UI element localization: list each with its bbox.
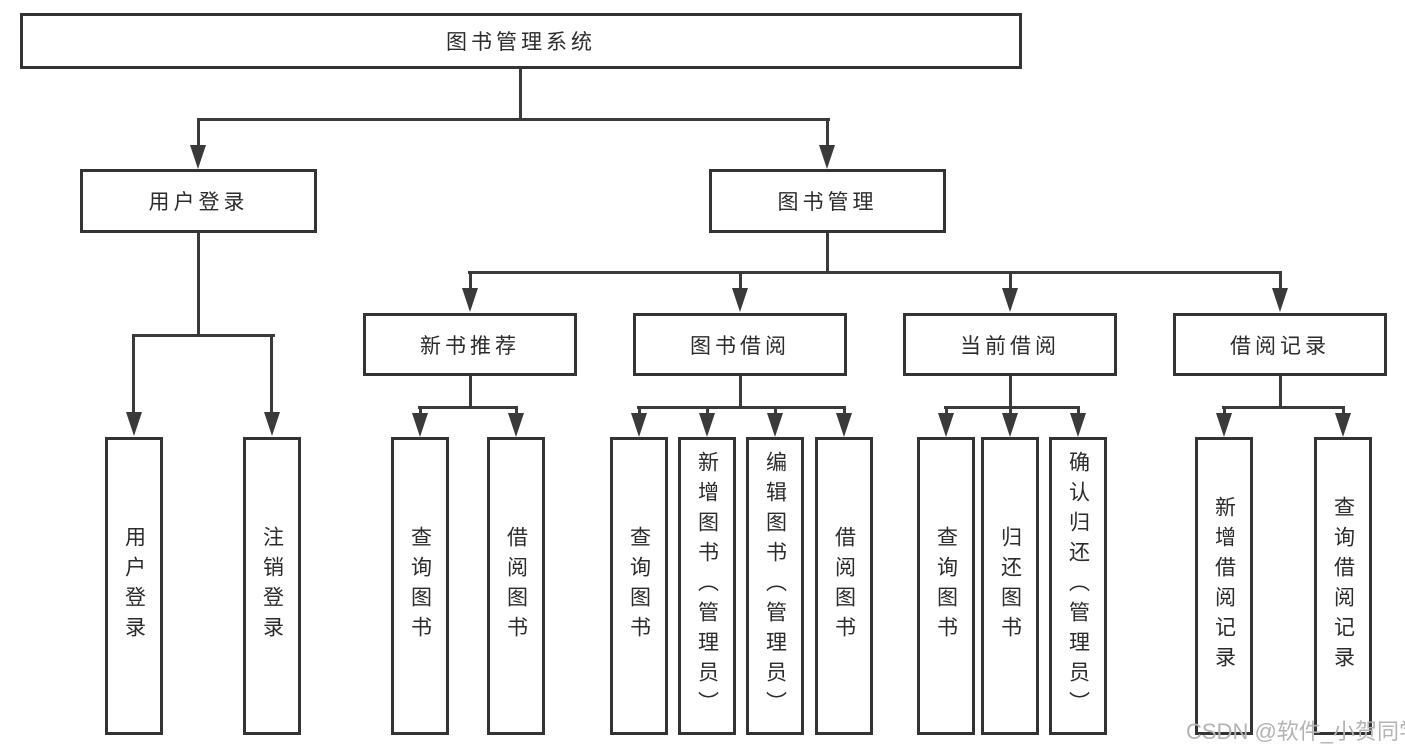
node-label: 用户登录 xyxy=(148,191,249,214)
leaf-records-query-borrow-record: 查询借阅记录 xyxy=(1314,437,1372,735)
arrowhead-icon xyxy=(836,413,852,437)
arrowhead-icon xyxy=(732,288,748,312)
leaf-label: 注销登录 xyxy=(260,526,284,646)
arrowhead-icon xyxy=(819,145,835,169)
connector-line xyxy=(638,406,641,415)
leaf-label: 查询图书 xyxy=(408,526,432,646)
connector-line xyxy=(739,271,742,291)
node-label: 图书借阅 xyxy=(690,334,790,358)
connector-line xyxy=(1223,406,1226,415)
connector-line xyxy=(132,334,135,414)
leaf-label: 用户登录 xyxy=(122,526,146,646)
arrowhead-icon xyxy=(1002,288,1018,312)
arrowhead-icon xyxy=(126,412,142,436)
connector-line xyxy=(739,376,742,406)
node-user-login: 用户登录 xyxy=(80,169,317,233)
arrowhead-icon xyxy=(508,413,524,437)
arrowhead-icon xyxy=(631,413,647,437)
connector-line xyxy=(469,271,472,291)
connector-line xyxy=(1222,406,1345,409)
leaf-label: 新增图书（管理员） xyxy=(695,451,719,721)
leaf-label: 归还图书 xyxy=(998,526,1022,646)
node-current-borrowing: 当前借阅 xyxy=(903,313,1117,376)
leaf-borrowing-edit-books-admin: 编辑图书（管理员） xyxy=(746,437,804,735)
arrowhead-icon xyxy=(264,412,280,436)
arrowhead-icon xyxy=(767,413,783,437)
leaf-label: 确认归还（管理员） xyxy=(1066,451,1090,721)
connector-line xyxy=(637,406,846,409)
connector-line xyxy=(843,406,846,415)
connector-line xyxy=(515,406,518,415)
connector-line xyxy=(270,334,273,414)
connector-line xyxy=(197,118,830,121)
node-library-management-system: 图书管理系统 xyxy=(20,13,1022,69)
node-label: 新书推荐 xyxy=(420,334,520,358)
connector-line xyxy=(1279,271,1282,291)
csdn-watermark: CSDN @软件_小贺同学 xyxy=(1186,719,1405,744)
connector-line xyxy=(419,406,422,415)
node-book-borrowing: 图书借阅 xyxy=(633,313,847,376)
leaf-borrowing-add-books-admin: 新增图书（管理员） xyxy=(678,437,736,735)
arrowhead-icon xyxy=(1272,288,1288,312)
connector-line xyxy=(945,406,948,415)
node-label: 图书管理系统 xyxy=(446,31,596,54)
connector-line xyxy=(519,69,522,118)
leaf-current-query-books: 查询图书 xyxy=(917,437,975,735)
connector-line xyxy=(1342,406,1345,415)
arrowhead-icon xyxy=(412,413,428,437)
arrowhead-icon xyxy=(699,413,715,437)
leaf-label: 编辑图书（管理员） xyxy=(763,451,787,721)
leaf-borrowing-query-books: 查询图书 xyxy=(610,437,668,735)
node-book-management: 图书管理 xyxy=(709,169,946,233)
connector-line xyxy=(1279,376,1282,406)
arrowhead-icon xyxy=(938,413,954,437)
connector-line xyxy=(826,233,829,271)
connector-line xyxy=(944,406,1080,409)
connector-line xyxy=(1009,376,1012,406)
node-borrowing-records: 借阅记录 xyxy=(1173,313,1387,376)
connector-line xyxy=(197,118,200,148)
connector-line xyxy=(706,406,709,415)
leaf-current-return-books: 归还图书 xyxy=(981,437,1039,735)
node-label: 借阅记录 xyxy=(1230,334,1330,358)
node-new-book-recommendation: 新书推荐 xyxy=(363,313,577,376)
arrowhead-icon xyxy=(1216,413,1232,437)
leaf-logout: 注销登录 xyxy=(243,437,301,735)
connector-line xyxy=(774,406,777,415)
arrowhead-icon xyxy=(1002,413,1018,437)
leaf-user-login: 用户登录 xyxy=(105,437,163,735)
connector-line xyxy=(468,271,1282,274)
arrowhead-icon xyxy=(190,145,206,169)
leaf-newbooks-query-books: 查询图书 xyxy=(391,437,449,735)
leaf-label: 新增借阅记录 xyxy=(1212,496,1236,676)
leaf-records-add-borrow-record: 新增借阅记录 xyxy=(1195,437,1253,735)
leaf-newbooks-borrow-books: 借阅图书 xyxy=(487,437,545,735)
connector-line xyxy=(1009,406,1012,415)
connector-line xyxy=(1077,406,1080,415)
node-label: 当前借阅 xyxy=(960,334,1060,358)
arrowhead-icon xyxy=(1335,413,1351,437)
arrowhead-icon xyxy=(462,288,478,312)
arrowhead-icon xyxy=(1070,413,1086,437)
connector-line xyxy=(418,406,518,409)
connector-line xyxy=(132,334,275,337)
leaf-borrowing-borrow-books: 借阅图书 xyxy=(815,437,873,735)
connector-line xyxy=(1009,271,1012,291)
leaf-label: 借阅图书 xyxy=(504,526,528,646)
connector-line xyxy=(197,233,200,334)
leaf-label: 借阅图书 xyxy=(832,526,856,646)
leaf-label: 查询借阅记录 xyxy=(1331,496,1355,676)
leaf-label: 查询图书 xyxy=(934,526,958,646)
leaf-label: 查询图书 xyxy=(627,526,651,646)
connector-line xyxy=(469,376,472,406)
connector-line xyxy=(826,118,829,148)
node-label: 图书管理 xyxy=(777,191,878,214)
leaf-current-confirm-return-admin: 确认归还（管理员） xyxy=(1049,437,1107,735)
